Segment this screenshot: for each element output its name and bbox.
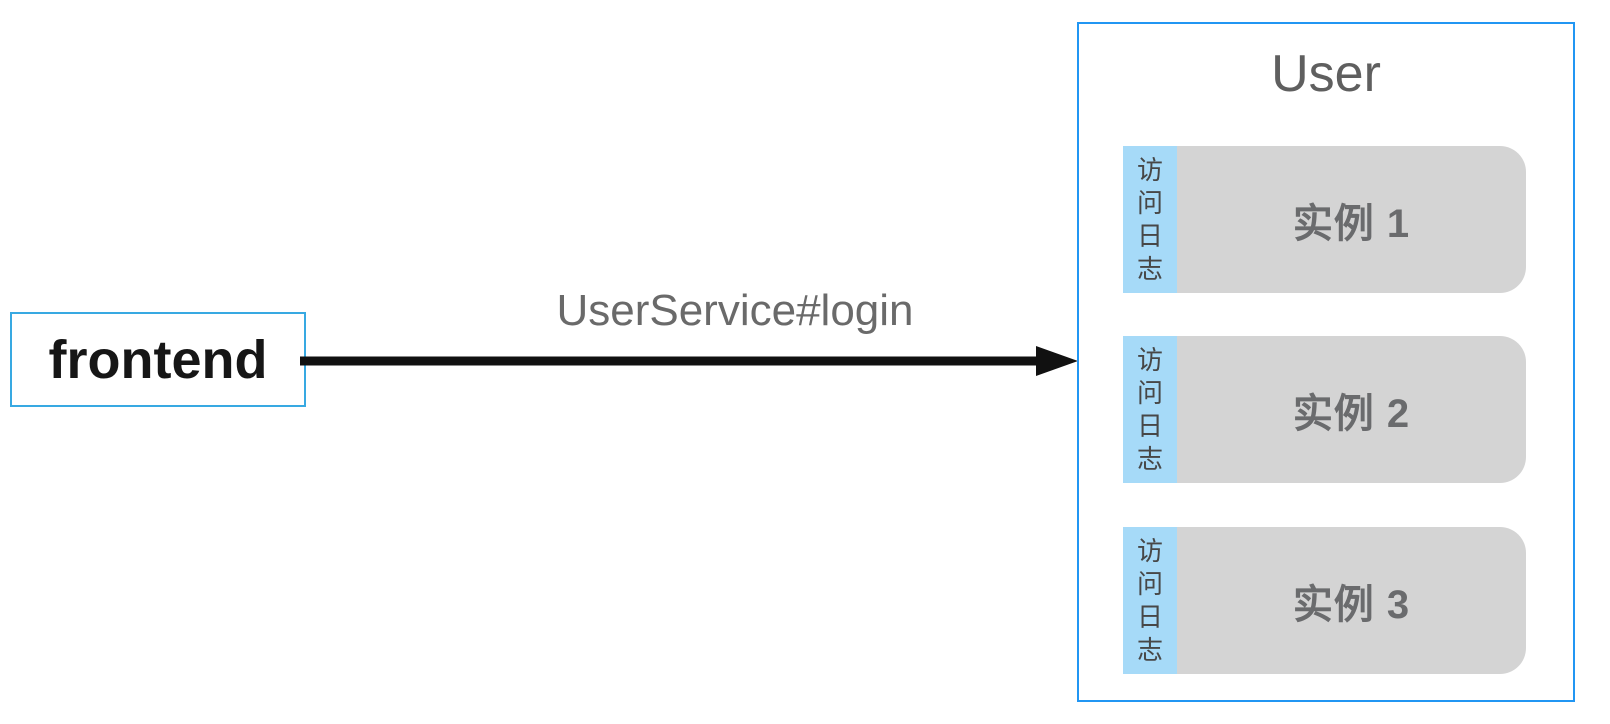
request-arrow [300,346,1078,376]
instance-card-1: 访问日志 实例 1 [1123,146,1526,293]
instance-label: 实例 2 [1177,336,1526,483]
instance-card-2: 访问日志 实例 2 [1123,336,1526,483]
access-log-strip: 访问日志 [1123,146,1177,293]
frontend-label: frontend [48,329,268,390]
instance-card-3: 访问日志 实例 3 [1123,527,1526,674]
user-group-container: User 访问日志 实例 1 访问日志 实例 2 访问日志 实例 3 [1077,22,1575,702]
access-log-label: 访问日志 [1136,344,1163,474]
access-log-strip: 访问日志 [1123,527,1177,674]
user-group-title: User [1271,45,1381,103]
frontend-node: frontend [10,312,306,407]
instance-label: 实例 1 [1177,146,1526,293]
instance-label: 实例 3 [1177,527,1526,674]
access-log-strip: 访问日志 [1123,336,1177,483]
arrow-head [1036,346,1078,376]
access-log-label: 访问日志 [1136,535,1163,665]
access-log-label: 访问日志 [1136,154,1163,284]
arrow-label: UserService#login [556,286,914,335]
